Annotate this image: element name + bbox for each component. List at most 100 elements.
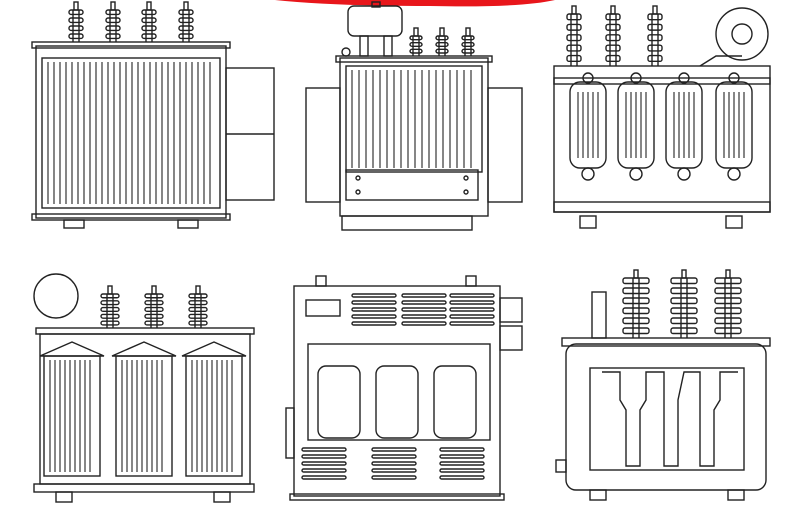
vent-slot <box>371 447 417 452</box>
vent-slot <box>401 300 447 305</box>
vent-slot <box>301 475 347 480</box>
bushing-shed <box>605 54 621 63</box>
tube-valve <box>629 167 643 181</box>
bushing-shed <box>105 9 121 16</box>
bushing-shed <box>670 287 698 295</box>
bushing-shed <box>566 44 582 52</box>
vent-slot <box>371 468 417 473</box>
bushing-shed <box>566 23 582 31</box>
bushing-terminal <box>413 27 419 37</box>
gable-roof <box>111 341 177 357</box>
vent-slot <box>449 300 495 305</box>
bushing-shed <box>714 307 742 315</box>
vent-slot <box>301 468 347 473</box>
vent-slot <box>401 314 447 319</box>
bushing-terminal <box>146 1 152 11</box>
bushing-shed <box>566 34 582 42</box>
bushing-shed <box>141 25 157 32</box>
bushing-shed <box>714 297 742 305</box>
vent-slot <box>371 454 417 459</box>
bushing-shed <box>714 327 742 335</box>
bushing-shed <box>100 300 120 306</box>
vent-slot <box>439 468 485 473</box>
transformer-2-conservator <box>305 1 523 231</box>
bushing-shed <box>188 313 208 319</box>
gable-roof <box>39 341 105 357</box>
bushing-shed <box>647 34 663 42</box>
bushing-shed <box>409 35 423 41</box>
bushing-terminal <box>183 1 189 11</box>
bushing-shed <box>409 48 423 54</box>
bushing-shed <box>144 306 164 313</box>
vent-slot <box>301 454 347 459</box>
vent-slot <box>351 314 397 319</box>
tube-valve <box>677 167 691 181</box>
bushing-shed <box>622 317 650 325</box>
bushing-shed <box>100 313 120 319</box>
bushing-terminal <box>151 285 157 295</box>
bushing-shed <box>68 25 84 32</box>
bushing-shed <box>670 317 698 325</box>
tube-cap <box>678 72 690 84</box>
vent-slot <box>449 314 495 319</box>
gable-roof <box>181 341 247 357</box>
bushing-shed <box>605 34 621 42</box>
bushing-terminal <box>610 5 616 15</box>
bushing-shed <box>178 9 194 16</box>
bushing-shed <box>435 41 449 48</box>
bushing-shed <box>105 33 121 40</box>
tube-cap <box>630 72 642 84</box>
vent-slot <box>351 293 397 298</box>
transformer-5-cabinet <box>285 275 523 501</box>
bushing-shed <box>670 307 698 315</box>
bushing-shed <box>647 54 663 63</box>
radiator-bank <box>185 355 243 477</box>
bushing-shed <box>670 277 698 285</box>
bushing-shed <box>100 293 120 299</box>
vent-slot <box>439 454 485 459</box>
bushing-shed <box>714 317 742 325</box>
bushing-shed <box>622 327 650 335</box>
bushing-shed <box>105 17 121 24</box>
bushing-terminal <box>439 27 445 37</box>
bushing-shed <box>68 33 84 40</box>
bushing-terminal <box>110 1 116 11</box>
bushing-shed <box>141 17 157 24</box>
bushing-shed <box>566 13 582 21</box>
bushing-shed <box>178 33 194 40</box>
bushing-shed <box>622 307 650 315</box>
bushing-shed <box>188 293 208 299</box>
vent-slot <box>401 321 447 326</box>
bushing-shed <box>605 44 621 52</box>
vent-slot <box>301 447 347 452</box>
tube-cap <box>582 72 594 84</box>
transformer-3-tubes <box>553 5 771 229</box>
bushing-shed <box>68 17 84 24</box>
bushing-terminal <box>725 269 731 279</box>
vent-slot <box>449 293 495 298</box>
bushing-shed <box>141 9 157 16</box>
bushing-shed <box>647 23 663 31</box>
bushing-shed <box>435 35 449 41</box>
vent-slot <box>371 461 417 466</box>
bushing-shed <box>141 33 157 40</box>
vent-slot <box>449 321 495 326</box>
bushing-shed <box>188 320 208 326</box>
bushing-shed <box>144 313 164 319</box>
bushing-shed <box>647 13 663 21</box>
bushing-terminal <box>681 269 687 279</box>
bushing-shed <box>144 300 164 306</box>
vent-slot <box>401 307 447 312</box>
bushing-terminal <box>633 269 639 279</box>
bushing-shed <box>178 17 194 24</box>
bushing-shed <box>100 320 120 326</box>
transformer-4-gabled <box>33 273 255 503</box>
bushing-shed <box>435 48 449 54</box>
bushing-shed <box>605 23 621 31</box>
vent-slot <box>439 475 485 480</box>
bushing-shed <box>461 35 475 41</box>
bushing-shed <box>68 9 84 16</box>
bushing-shed <box>144 320 164 326</box>
vent-slot <box>351 321 397 326</box>
